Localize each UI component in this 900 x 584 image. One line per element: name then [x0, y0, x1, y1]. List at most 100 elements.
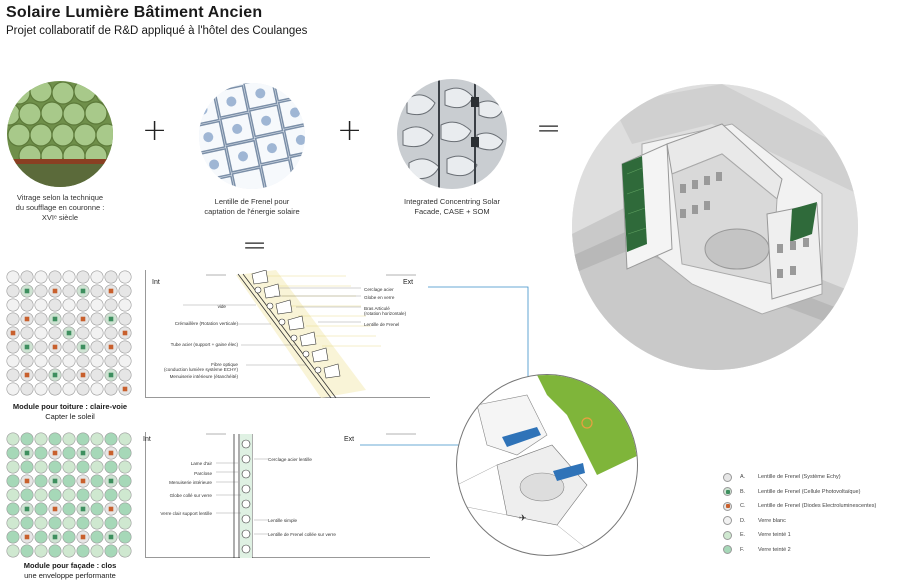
- module-cell-center: [24, 478, 30, 484]
- module-cell: [90, 270, 104, 284]
- module-cell: [76, 432, 90, 446]
- module-cell: [118, 530, 132, 544]
- legend-letter: B.: [740, 488, 746, 495]
- module-cell-center: [66, 330, 72, 336]
- legend-swatch-icon: [723, 516, 732, 525]
- module-cell: [118, 368, 132, 382]
- module-cell-center: [52, 288, 58, 294]
- roof-label-left: Menuiserie intérieure (étanchéité): [169, 374, 238, 379]
- module-cell: [90, 340, 104, 354]
- roof-label-left: Fibre optique: [211, 362, 238, 367]
- facade-label-left: Menuiserie intérieure: [169, 480, 212, 485]
- module-cell-center: [52, 372, 58, 378]
- legend-letter: A.: [740, 474, 746, 480]
- facade-module-grid: [6, 432, 132, 558]
- module-cell: [6, 516, 20, 530]
- module-cell: [118, 340, 132, 354]
- roof-ext-label: Ext: [403, 279, 414, 286]
- roof-section-drawing: [145, 270, 430, 398]
- module-cell-center: [108, 478, 114, 484]
- module-cell: [62, 474, 76, 488]
- module-cell: [20, 544, 34, 558]
- facade-label-right: Lentille de Frenel collée sur verre: [268, 532, 336, 537]
- legend-label: Verre blanc: [758, 517, 786, 524]
- roof-label-left: vide: [217, 304, 226, 309]
- module-cell: [20, 460, 34, 474]
- module-cell: [76, 326, 90, 340]
- legend-label: Lentille de Frenel (Cellule Photovoltaïq…: [758, 488, 861, 495]
- module-cell: [6, 446, 20, 460]
- module-cell: [118, 284, 132, 298]
- module-cell: [118, 312, 132, 326]
- module-cell: [104, 382, 118, 396]
- crown-glass-photo: [7, 81, 113, 187]
- module-cell: [90, 298, 104, 312]
- module-cell: [62, 516, 76, 530]
- module-cell: [76, 354, 90, 368]
- module-cell: [62, 382, 76, 396]
- module-cell: [90, 312, 104, 326]
- module-cell: [62, 502, 76, 516]
- module-cell: [90, 284, 104, 298]
- legend-item: D.Verre blanc: [723, 515, 786, 527]
- module-cell: [104, 460, 118, 474]
- roof-module-caption: Module pour toiture : claire-voie Capter…: [12, 402, 128, 421]
- module-cell-center: [24, 288, 30, 294]
- module-cell: [48, 516, 62, 530]
- module-cell: [76, 516, 90, 530]
- module-cell: [48, 382, 62, 396]
- legend-item: B. Lentille de Frenel (Cellule Photovolta…: [723, 486, 860, 498]
- module-cell: [20, 382, 34, 396]
- module-cell: [6, 432, 20, 446]
- facade-ext-label: Ext: [344, 436, 355, 443]
- module-cell: [118, 502, 132, 516]
- module-cell: [104, 488, 118, 502]
- module-cell-center: [24, 316, 30, 322]
- legend-letter: F.: [740, 546, 745, 553]
- module-cell: [104, 326, 118, 340]
- module-cell: [20, 488, 34, 502]
- module-cell: [62, 544, 76, 558]
- module-cell-center: [108, 316, 114, 322]
- module-cell: [6, 460, 20, 474]
- module-cell: [90, 368, 104, 382]
- module-cell: [118, 270, 132, 284]
- module-cell: [6, 382, 20, 396]
- module-cell-center: [80, 344, 86, 350]
- site-plan-circle: ✈: [456, 374, 638, 556]
- module-cell: [34, 368, 48, 382]
- module-cell: [34, 298, 48, 312]
- module-cell-center: [10, 330, 16, 336]
- module-cell: [34, 474, 48, 488]
- module-cell-center: [80, 316, 86, 322]
- module-cell: [34, 326, 48, 340]
- module-cell: [20, 270, 34, 284]
- module-cell: [6, 368, 20, 382]
- module-cell: [90, 530, 104, 544]
- module-cell-center: [52, 316, 58, 322]
- module-cell: [48, 326, 62, 340]
- module-cell-center: [52, 506, 58, 512]
- module-cell-center: [80, 288, 86, 294]
- page-subtitle: Projet collaboratif de R&D appliqué à l'…: [6, 25, 308, 37]
- module-cell: [20, 432, 34, 446]
- module-cell: [6, 474, 20, 488]
- module-cell: [118, 298, 132, 312]
- module-cell: [48, 298, 62, 312]
- module-cell: [76, 270, 90, 284]
- hotel-aerial-view: [572, 84, 858, 370]
- module-cell: [62, 340, 76, 354]
- module-cell-center: [24, 344, 30, 350]
- module-cell: [76, 544, 90, 558]
- module-cell: [76, 488, 90, 502]
- module-cell: [6, 354, 20, 368]
- module-cell-center: [24, 534, 30, 540]
- module-cell: [118, 354, 132, 368]
- module-cell: [90, 432, 104, 446]
- module-cell: [48, 432, 62, 446]
- svg-text:✈: ✈: [519, 514, 527, 524]
- module-cell: [118, 474, 132, 488]
- page-title: Solaire Lumière Bâtiment Ancien: [6, 4, 263, 21]
- module-cell-center: [122, 386, 128, 392]
- module-cell: [90, 354, 104, 368]
